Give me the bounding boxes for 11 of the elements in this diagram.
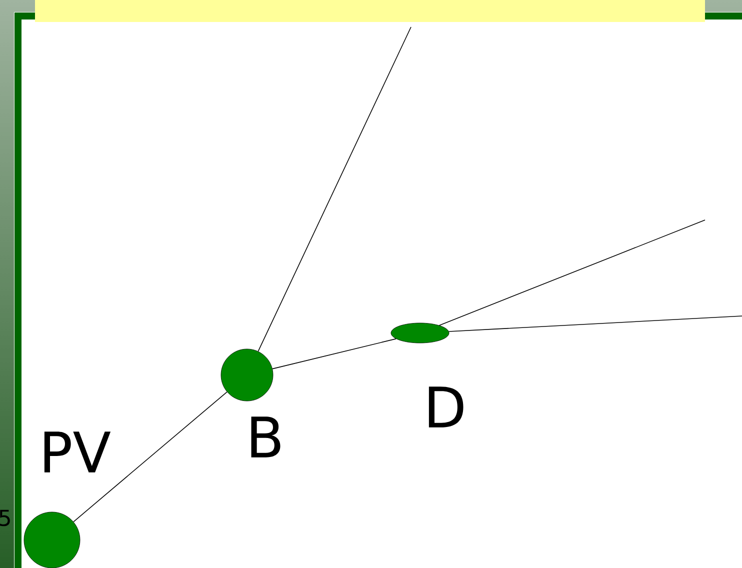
vertex-label: B — [251, 416, 280, 458]
track-line — [272, 338, 396, 370]
vertex-label: PV — [44, 432, 111, 472]
vertex-label: D — [428, 386, 464, 428]
vertex — [390, 322, 450, 344]
track-line — [73, 392, 228, 522]
track-line — [438, 220, 706, 326]
vertex — [220, 348, 274, 402]
vertex — [24, 512, 80, 568]
track-line — [258, 26, 412, 352]
track-line — [448, 316, 742, 332]
